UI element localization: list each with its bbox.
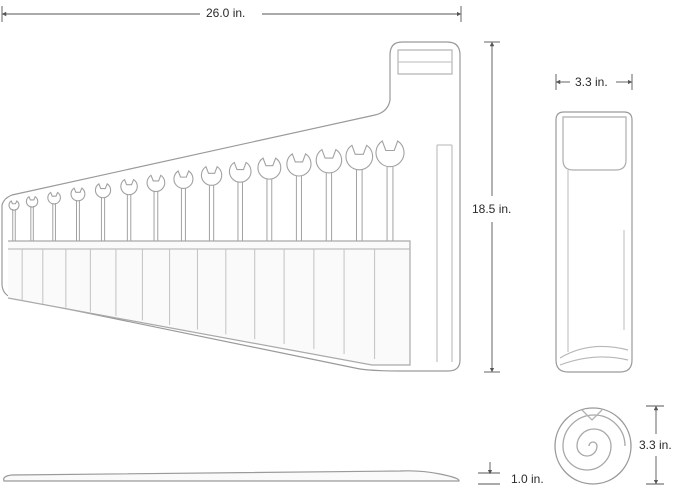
wrench-icon — [8, 200, 20, 241]
front-view-roll — [1, 41, 461, 372]
wrench-icon — [120, 178, 138, 241]
wrench-icon — [200, 165, 223, 241]
dimension-lines — [1, 6, 664, 485]
pocket-band — [7, 240, 411, 366]
width-dimension-label: 26.0 in. — [203, 6, 249, 20]
roll-diameter-dimension-label: 3.3 in. — [636, 438, 675, 452]
wrench-icon — [173, 170, 194, 241]
wrench-icon — [375, 140, 405, 241]
flat-outline — [3, 470, 460, 482]
side-outline — [555, 111, 633, 373]
rolled-end-view — [554, 407, 632, 485]
side-view — [555, 111, 633, 373]
flap-inner — [397, 49, 453, 75]
flat-thickness-dimension-label: 1.0 in. — [508, 472, 547, 486]
wrench-icon — [257, 157, 282, 241]
wrench-icon — [146, 174, 166, 241]
wrench-icon — [47, 191, 61, 241]
wrench-icon — [70, 187, 86, 241]
wrench-icon — [315, 148, 343, 241]
side-flap — [562, 116, 627, 171]
flat-profile-view — [3, 470, 460, 482]
wrench-icon — [345, 144, 374, 241]
wrench-icon — [228, 161, 252, 241]
spiral — [562, 414, 626, 471]
wrench-icon — [286, 153, 312, 241]
side-width-dimension-label: 3.3 in. — [572, 75, 611, 89]
height-dimension-label: 18.5 in. — [469, 202, 515, 216]
wrench-set — [8, 140, 405, 360]
wrench-icon — [94, 183, 112, 241]
wrench-icon — [25, 195, 39, 241]
